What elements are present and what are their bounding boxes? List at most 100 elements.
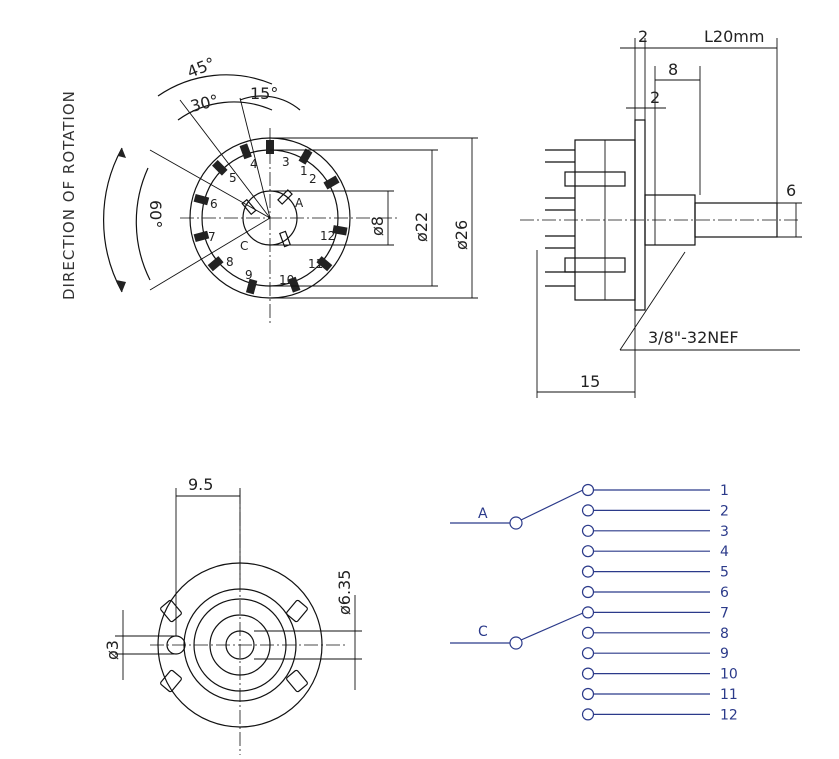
position-terminal bbox=[581, 708, 595, 721]
radial-line-30 bbox=[179, 99, 271, 219]
dim-8-label: 8 bbox=[668, 60, 678, 79]
wafer-tab bbox=[564, 171, 626, 187]
wiper-a bbox=[520, 489, 584, 521]
contact-label: 3 bbox=[282, 155, 290, 169]
position-label: 6 bbox=[720, 585, 729, 601]
position-terminal bbox=[581, 647, 595, 660]
contact-label: 2 bbox=[309, 172, 317, 186]
rotation-arrow-head-top bbox=[118, 148, 126, 158]
terminals bbox=[545, 149, 626, 287]
mounting-slot bbox=[286, 669, 308, 693]
contact-pad bbox=[193, 230, 210, 243]
wiper-c bbox=[520, 612, 584, 641]
position-label: 9 bbox=[720, 646, 729, 662]
side-view: 2 L20mm 8 2 6 3/8"-32NEF 15 bbox=[520, 27, 802, 398]
position-terminal bbox=[581, 626, 595, 639]
common-a-label: A bbox=[478, 506, 488, 522]
contact-pad bbox=[193, 193, 210, 206]
position-label: 12 bbox=[720, 707, 738, 723]
contact-label: A bbox=[295, 196, 304, 210]
rotor-contact bbox=[277, 189, 293, 205]
radial-line-60 bbox=[149, 217, 271, 291]
position-label: 8 bbox=[720, 626, 729, 642]
position-label: 5 bbox=[720, 565, 729, 581]
arc-30 bbox=[177, 101, 273, 121]
back-view: 9.5 ø6.35 ø3 bbox=[103, 475, 362, 755]
contact-pad bbox=[288, 276, 301, 293]
common-a-terminal bbox=[509, 516, 523, 530]
angle-15-label: 15° bbox=[250, 84, 278, 103]
position-label: 2 bbox=[720, 503, 729, 519]
contact-label: 6 bbox=[210, 197, 218, 211]
position-terminal bbox=[581, 585, 595, 599]
rotor-contact bbox=[241, 198, 257, 216]
contact-pad bbox=[316, 256, 333, 272]
contact-pad bbox=[207, 256, 224, 272]
shaft bbox=[694, 202, 778, 238]
thread-spec-label: 3/8"-32NEF bbox=[648, 328, 739, 347]
position-terminal bbox=[581, 504, 595, 517]
position-label: 3 bbox=[720, 524, 729, 540]
common-c-label: C bbox=[478, 624, 488, 640]
contact-label: 5 bbox=[229, 171, 237, 185]
dim-3-label: ø3 bbox=[103, 640, 122, 660]
dim-9-5-label: 9.5 bbox=[188, 475, 213, 494]
contact-label: C bbox=[240, 239, 248, 253]
position-terminal bbox=[581, 667, 595, 680]
contact-pad bbox=[212, 160, 228, 176]
dim-6-label: 6 bbox=[786, 181, 796, 200]
position-terminal bbox=[581, 483, 595, 497]
position-label: 10 bbox=[720, 667, 738, 683]
contact-label: 8 bbox=[226, 255, 234, 269]
dia-8-label: ø8 bbox=[368, 216, 387, 236]
dim-15-label: 15 bbox=[580, 372, 600, 391]
contact-pad bbox=[332, 225, 348, 236]
angle-30-label: 30° bbox=[188, 91, 220, 116]
position-terminal bbox=[581, 606, 595, 619]
contact-pad bbox=[298, 148, 313, 165]
contact-label: 11 bbox=[308, 257, 323, 271]
position-label: 4 bbox=[720, 544, 729, 560]
rotation-arc-outer bbox=[103, 147, 123, 293]
wafer-tab bbox=[564, 257, 626, 273]
direction-of-rotation-label: DIRECTION OF ROTATION bbox=[60, 90, 78, 300]
dia-26-label: ø26 bbox=[452, 220, 471, 250]
angle-60-label: 60° bbox=[146, 200, 165, 228]
contact-label: 1 bbox=[300, 164, 308, 178]
dim-6-35-label: ø6.35 bbox=[335, 570, 354, 615]
position-label: 11 bbox=[720, 687, 738, 703]
contact-labels: 1 2 3 4 5 6 7 8 9 10 11 12 A C bbox=[208, 155, 335, 287]
mounting-slot bbox=[160, 599, 182, 623]
radial-line-45 bbox=[149, 149, 271, 219]
contact-pad bbox=[239, 143, 252, 160]
position-terminal bbox=[581, 524, 595, 537]
contact-pad bbox=[323, 175, 340, 190]
dia-22-label: ø22 bbox=[412, 212, 431, 242]
thread-leader bbox=[619, 251, 686, 351]
dim-shaft-length-label: L20mm bbox=[704, 27, 764, 46]
rotor-contact bbox=[279, 230, 291, 248]
front-view: DIRECTION OF ROTATION 45° 30° 15° 60° bbox=[60, 53, 478, 325]
common-c-terminal bbox=[509, 636, 523, 650]
dim-2-top-label: 2 bbox=[638, 27, 648, 46]
contact-pad bbox=[266, 140, 274, 154]
contact-label: 9 bbox=[245, 268, 253, 282]
contact-label: 4 bbox=[250, 157, 258, 171]
position-label: 1 bbox=[720, 483, 729, 499]
contact-label: 7 bbox=[208, 230, 216, 244]
contact-pads bbox=[193, 140, 348, 295]
rotation-arc-inner bbox=[135, 167, 151, 281]
contact-pad bbox=[245, 278, 258, 295]
rotation-arrow-head bbox=[116, 280, 126, 292]
angle-45-label: 45° bbox=[184, 53, 217, 81]
position-label: 7 bbox=[720, 605, 729, 621]
mounting-slot bbox=[160, 669, 182, 693]
position-terminal bbox=[581, 545, 595, 558]
mounting-plate bbox=[634, 119, 646, 311]
position-terminal bbox=[581, 687, 595, 701]
contact-label: 10 bbox=[279, 273, 294, 287]
contact-label: 12 bbox=[320, 229, 335, 243]
